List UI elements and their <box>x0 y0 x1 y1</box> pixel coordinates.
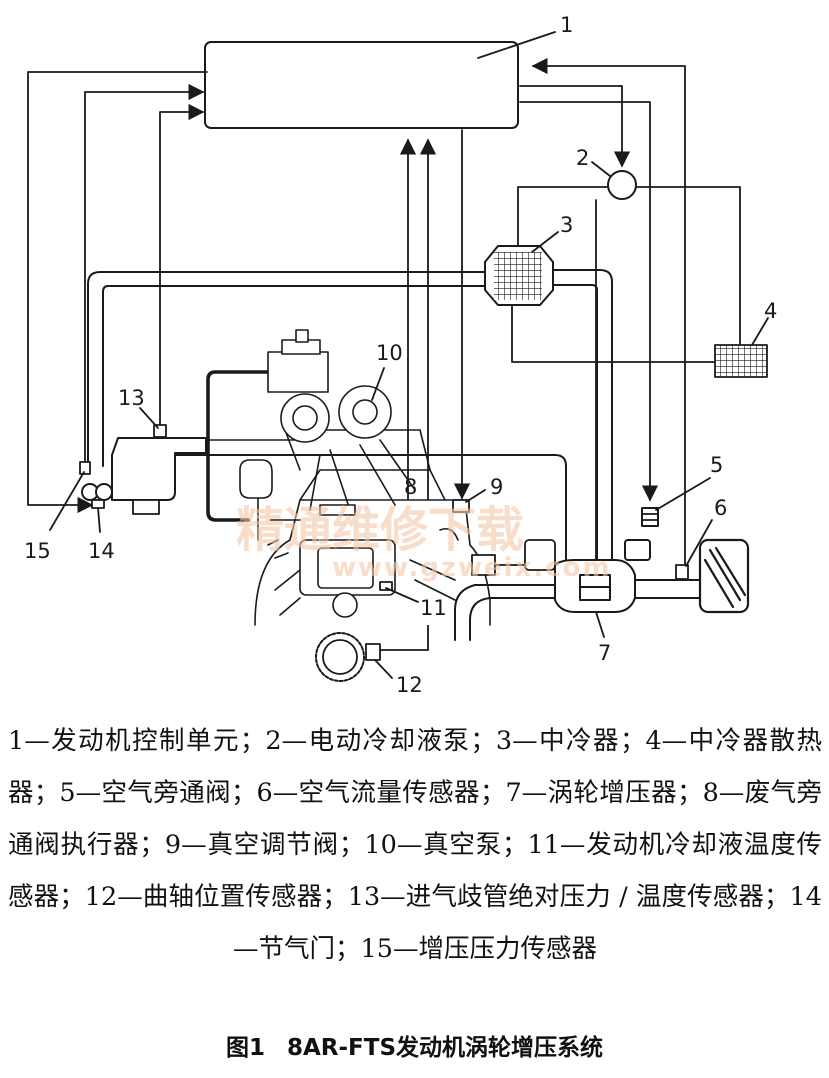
leader-14 <box>97 507 101 533</box>
coolant-temp-sensor <box>379 581 393 591</box>
signal-wire-6 <box>531 57 686 566</box>
air-cleaner-element <box>703 546 747 609</box>
electric-coolant-pump <box>607 170 637 200</box>
throttle-body-base <box>91 499 105 509</box>
engine-block <box>239 329 491 626</box>
crank-pulley-inner <box>322 639 358 675</box>
turbocharger <box>554 539 701 613</box>
turbo-system-diagram: 精通维修下载 www.gzweix.com 1 2 3 4 5 6 7 8 9 … <box>24 13 777 697</box>
signal-wire-2 <box>519 85 631 168</box>
air-flow-meter <box>675 564 689 580</box>
coolant-line-bottom <box>511 304 716 363</box>
callout-15: 15 <box>24 539 51 563</box>
leader-15 <box>49 471 85 531</box>
callout-2: 2 <box>576 146 589 170</box>
coolant-line-right <box>635 186 741 346</box>
leader-1 <box>477 31 556 59</box>
watermark-url: www.gzweix.com <box>332 553 612 583</box>
callout-14: 14 <box>88 539 115 563</box>
intercooler-core <box>494 252 542 300</box>
boost-pressure-sensor <box>79 461 91 475</box>
leader-6 <box>685 519 713 567</box>
leader-9 <box>465 489 486 503</box>
figure-title: 8AR-FTS发动机涡轮增压系统 <box>286 1035 604 1061</box>
signal-wire-14 <box>84 83 205 466</box>
leader-2 <box>591 161 611 177</box>
signal-wire-13 <box>159 103 205 426</box>
crank-position-sensor <box>365 643 381 661</box>
callout-12: 12 <box>396 673 423 697</box>
signal-wire-5 <box>519 101 659 502</box>
intake-manifold <box>111 437 207 501</box>
compressor-duct-inner <box>552 284 598 566</box>
air-cleaner <box>698 538 750 614</box>
leader-3 <box>531 231 559 253</box>
leader-4 <box>751 317 769 346</box>
callout-9: 9 <box>490 475 503 499</box>
throttle-body-right <box>95 483 113 501</box>
leader-5 <box>655 477 711 511</box>
wastegate-actuator <box>471 554 496 576</box>
callout-4: 4 <box>764 299 777 323</box>
callout-5: 5 <box>710 453 723 477</box>
exhaust-pipe <box>454 584 556 641</box>
charge-air-duct-inner <box>102 285 486 467</box>
leader-10 <box>371 367 385 401</box>
callout-13: 13 <box>118 386 145 410</box>
leader-7 <box>595 611 605 638</box>
callout-11: 11 <box>420 596 447 620</box>
leader-13 <box>139 407 159 429</box>
figure-number: 图1 <box>225 1035 265 1061</box>
watermark-chinese: 精通维修下载 <box>236 502 524 558</box>
callout-7: 7 <box>598 641 611 665</box>
vacuum-regulating-valve <box>452 499 470 513</box>
leader-11 <box>385 587 419 603</box>
intake-plenum-foot <box>132 499 160 515</box>
charge-air-duct-outer <box>87 271 486 469</box>
actuator-body <box>524 539 556 571</box>
signal-wire-15 <box>27 71 208 514</box>
leader-12 <box>374 659 393 679</box>
air-bypass-valve <box>641 507 659 527</box>
ecu-box <box>204 41 519 129</box>
component-legend: 1—发动机控制单元；2—电动冷却液泵；3—中冷器；4—中冷器散热器；5—空气旁通… <box>8 715 822 975</box>
callout-6: 6 <box>714 496 727 520</box>
callout-10: 10 <box>376 341 403 365</box>
legend-text: 1—发动机控制单元；2—电动冷却液泵；3—中冷器；4—中冷器散热器；5—空气旁通… <box>8 726 822 964</box>
coolant-line-top <box>517 186 609 249</box>
intercooler-radiator <box>714 344 768 378</box>
intake-runner <box>174 454 567 566</box>
figure-caption: 图1 8AR-FTS发动机涡轮增压系统 <box>0 1028 829 1062</box>
callout-1: 1 <box>560 13 573 37</box>
compressor-duct-outer <box>552 269 613 566</box>
vacuum-hose <box>206 370 270 522</box>
callout-3: 3 <box>560 213 573 237</box>
callout-8: 8 <box>404 475 417 499</box>
